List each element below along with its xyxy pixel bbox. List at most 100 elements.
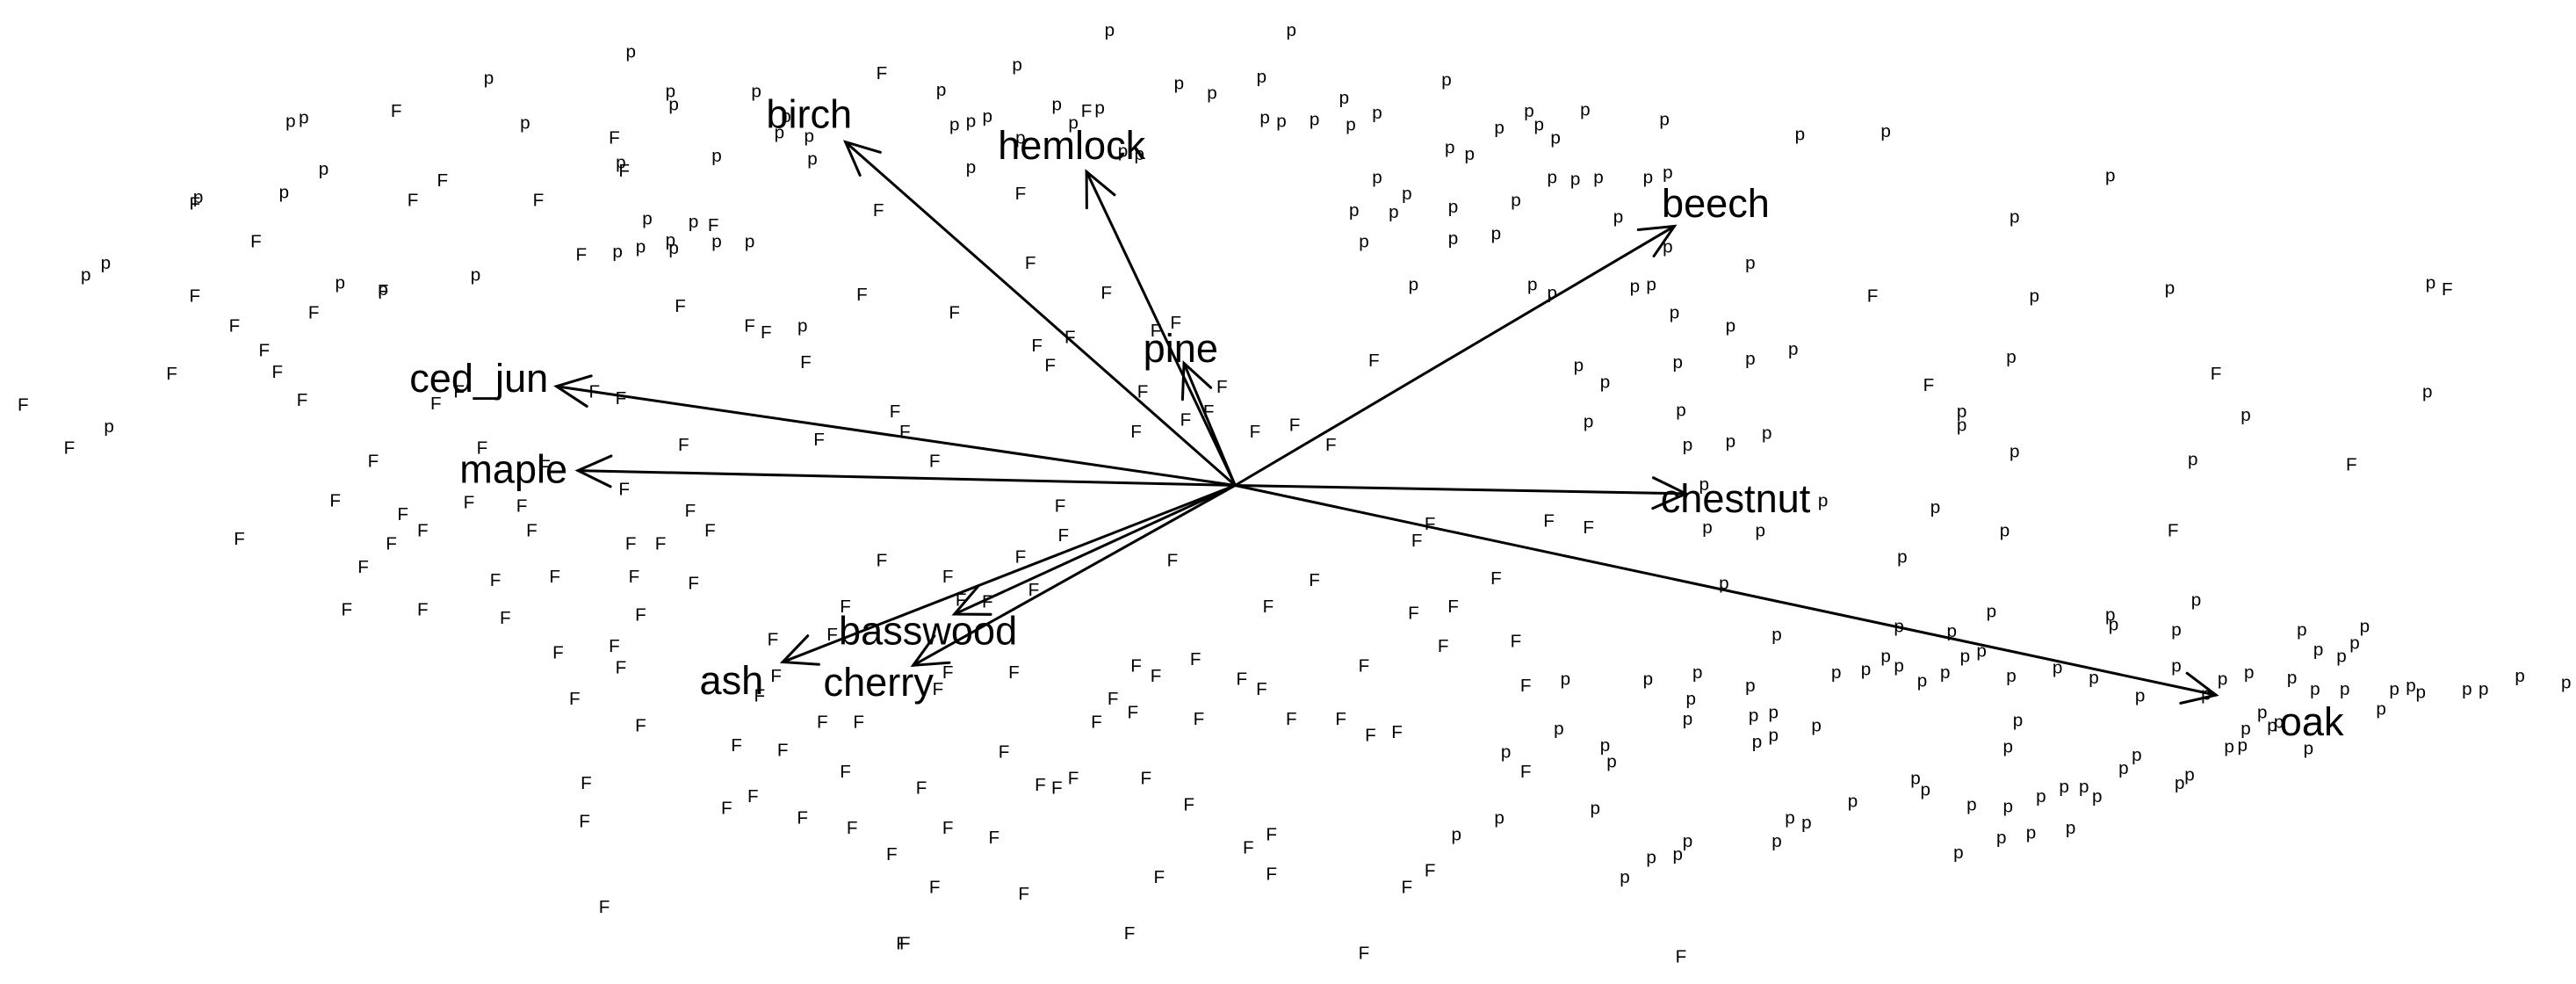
point-F-65: F: [873, 200, 884, 221]
point-p-204: p: [1801, 813, 1812, 833]
point-F-37: F: [599, 897, 610, 917]
point-F-106: F: [817, 713, 828, 733]
point-p-189: p: [1590, 798, 1600, 818]
point-F-97: F: [1057, 525, 1069, 546]
point-p-28: p: [805, 126, 815, 146]
point-p-83: p: [1670, 303, 1680, 323]
point-F-29: F: [464, 493, 475, 513]
arrow-label-birch: birch: [766, 91, 852, 136]
point-p-202: p: [1771, 831, 1782, 851]
point-p-196: p: [1692, 662, 1703, 683]
point-p-143: p: [2240, 719, 2251, 739]
point-F-7: F: [229, 316, 241, 336]
point-F-35: F: [581, 773, 592, 793]
point-F-142: F: [1194, 709, 1205, 729]
point-p-95: p: [1762, 423, 1772, 444]
point-p-74: p: [1548, 283, 1558, 303]
point-F-47: F: [635, 715, 646, 735]
point-F-108: F: [768, 630, 779, 650]
point-p-85: p: [1646, 275, 1656, 295]
point-F-166: F: [2168, 521, 2179, 541]
point-F-50: F: [655, 534, 667, 554]
point-p-8: p: [336, 273, 346, 293]
point-F-96: F: [1520, 762, 1532, 782]
point-p-57: p: [1389, 202, 1399, 222]
point-p-21: p: [668, 238, 679, 258]
point-p-180: p: [1897, 547, 1908, 568]
point-p-67: p: [1494, 118, 1504, 138]
point-p-84: p: [1659, 110, 1670, 130]
arrow-oak: [1233, 483, 2219, 705]
point-p-16: p: [616, 152, 626, 172]
point-p-175: p: [2010, 441, 2020, 461]
point-p-10: p: [484, 69, 494, 89]
point-F-154: F: [1391, 722, 1403, 742]
point-p-136: p: [2175, 773, 2185, 793]
point-F-28: F: [417, 521, 429, 541]
point-p-102: p: [1752, 732, 1763, 752]
arrow-shaft-cherry: [912, 483, 1237, 667]
point-p-170: p: [2105, 166, 2116, 186]
point-F-116: F: [853, 713, 864, 733]
point-p-183: p: [1584, 412, 1594, 432]
arrow-head-chestnut: [1651, 476, 1690, 510]
point-F-72: F: [1031, 336, 1043, 356]
point-F-22: F: [430, 394, 442, 414]
point-F-146: F: [1263, 597, 1274, 617]
point-p-124: p: [2059, 777, 2069, 797]
point-F-112: F: [721, 798, 732, 818]
arrow-label-ash: ash: [700, 658, 764, 703]
point-p-194: p: [1683, 709, 1693, 729]
point-F-145: F: [1256, 679, 1267, 699]
point-F-73: F: [1044, 356, 1056, 376]
point-F-115: F: [797, 808, 808, 828]
point-p-4: p: [285, 112, 296, 132]
point-F-16: F: [386, 534, 397, 554]
point-p-78: p: [1613, 207, 1624, 228]
point-p-19: p: [612, 242, 623, 262]
point-p-29: p: [807, 149, 818, 170]
point-F-40: F: [616, 388, 627, 409]
point-p-94: p: [1745, 349, 1756, 369]
point-F-54: F: [575, 245, 587, 265]
point-F-58: F: [708, 215, 719, 235]
point-F-53: F: [533, 191, 545, 211]
point-F-27: F: [417, 600, 429, 620]
point-p-186: p: [1554, 719, 1564, 739]
point-p-173: p: [2006, 347, 2017, 367]
point-p-69: p: [1524, 101, 1534, 121]
point-F-71: F: [1025, 253, 1036, 273]
point-p-100: p: [1771, 625, 1782, 645]
point-p-12: p: [471, 264, 481, 285]
point-F-94: F: [1511, 631, 1522, 651]
point-p-176: p: [1987, 602, 1997, 622]
point-p-121: p: [2013, 711, 2024, 731]
point-p-43: p: [1118, 141, 1129, 161]
point-F-60: F: [761, 322, 772, 343]
point-p-119: p: [2002, 796, 2013, 816]
point-p-191: p: [1501, 742, 1512, 762]
point-F-165: F: [1923, 375, 1935, 395]
point-p-9: p: [378, 279, 388, 300]
point-p-109: p: [1880, 646, 1891, 666]
arrow-shaft-maple: [576, 469, 1237, 487]
point-F-104: F: [840, 597, 851, 617]
arrow-basswood: [951, 483, 1237, 616]
point-p-41: p: [1094, 98, 1105, 118]
point-p-188: p: [1606, 752, 1617, 772]
point-F-125: F: [989, 828, 1000, 848]
point-p-138: p: [2191, 590, 2202, 610]
point-p-68: p: [1511, 191, 1521, 211]
point-p-122: p: [2036, 786, 2046, 807]
point-F-88: F: [1368, 351, 1380, 371]
point-p-117: p: [1976, 641, 1987, 662]
point-p-116: p: [1966, 795, 1977, 815]
point-p-184: p: [1600, 372, 1611, 392]
point-F-51: F: [688, 574, 699, 594]
point-F-117: F: [847, 818, 858, 838]
arrow-cherry: [910, 483, 1237, 668]
point-p-137: p: [2184, 765, 2195, 785]
point-p-192: p: [1452, 824, 1462, 844]
point-F-26: F: [500, 608, 511, 628]
